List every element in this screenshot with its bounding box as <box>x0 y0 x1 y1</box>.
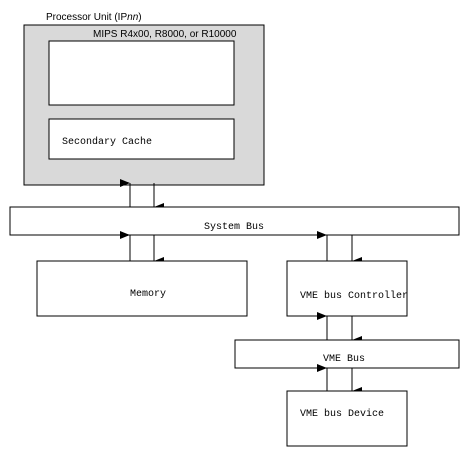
processor-unit-label: Processor Unit (IPnn) <box>46 12 142 23</box>
cpu: MIPS R4x00, R8000, or R10000 <box>48 29 237 106</box>
vme-controller-label: VME bus Controller <box>300 290 408 302</box>
cpu-box <box>48 40 235 106</box>
cpu-label: MIPS R4x00, R8000, or R10000 <box>93 29 237 40</box>
vme-controller-box <box>286 260 408 317</box>
vme-device-label: VME bus Device <box>300 408 384 420</box>
vme-bus: VME Bus <box>234 339 460 369</box>
vme-device-box <box>286 390 408 447</box>
vme-device: VME bus Device <box>286 390 408 447</box>
secondary-cache-box <box>48 118 235 160</box>
system-bus-box <box>9 206 460 236</box>
system-bus: System Bus <box>9 206 460 236</box>
vme-bus-box <box>234 339 460 369</box>
vme-controller: VME bus Controller <box>286 260 408 317</box>
system-bus-label: System Bus <box>204 222 264 233</box>
secondary-cache-label: Secondary Cache <box>62 136 152 148</box>
memory-box <box>36 260 248 317</box>
vme-bus-label: VME Bus <box>323 354 365 365</box>
memory: Memory <box>36 260 248 317</box>
secondary-cache: Secondary Cache <box>48 118 235 160</box>
memory-label: Memory <box>130 289 166 300</box>
